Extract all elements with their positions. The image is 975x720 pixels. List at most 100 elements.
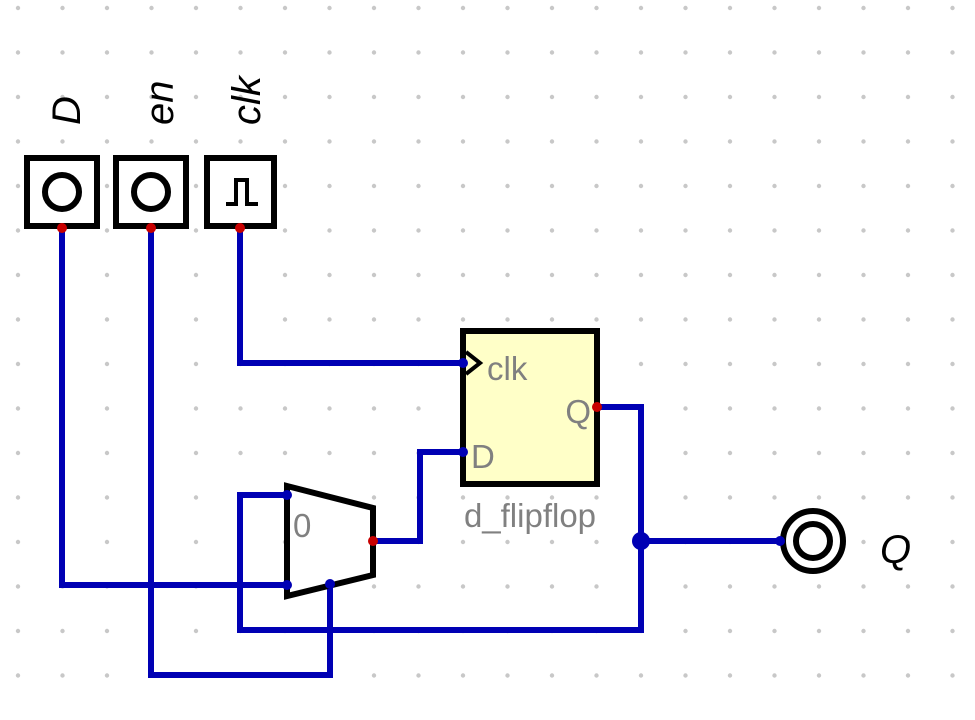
grid-dot bbox=[683, 5, 688, 11]
grid-dot bbox=[905, 628, 911, 634]
grid-dot bbox=[104, 139, 110, 144]
grid-dot bbox=[861, 317, 866, 322]
grid-dot bbox=[727, 628, 733, 634]
wire-flipflop-q-to-output[interactable] bbox=[597, 404, 780, 544]
grid-dot bbox=[950, 539, 955, 545]
grid-dot bbox=[15, 183, 21, 189]
input-d-label: D bbox=[45, 96, 89, 125]
grid-dot bbox=[193, 272, 199, 278]
grid-dot bbox=[861, 272, 866, 278]
grid-dot bbox=[816, 50, 822, 55]
grid-dot bbox=[371, 673, 377, 678]
grid-dot bbox=[772, 628, 777, 634]
grid-dot bbox=[416, 94, 421, 100]
grid-dot bbox=[15, 495, 21, 500]
grid-dot bbox=[327, 94, 332, 100]
grid-dot bbox=[371, 183, 377, 189]
grid-dot bbox=[594, 495, 599, 500]
grid-dot bbox=[282, 228, 288, 233]
mux-input0-label: 0 bbox=[293, 507, 311, 544]
grid-dot bbox=[327, 450, 332, 456]
pin-dots bbox=[57, 223, 785, 590]
grid-dot bbox=[460, 139, 466, 144]
grid-dot bbox=[282, 272, 288, 278]
grid-dot bbox=[772, 272, 777, 278]
grid-dot bbox=[149, 139, 154, 144]
grid-dot bbox=[238, 50, 243, 55]
grid-dot bbox=[950, 228, 955, 233]
grid-dot bbox=[816, 361, 822, 367]
grid-dot bbox=[772, 495, 777, 500]
grid-dot bbox=[638, 361, 644, 367]
grid-dot bbox=[193, 539, 199, 545]
grid-dot bbox=[193, 406, 199, 411]
grid-dot bbox=[371, 406, 377, 411]
input-d[interactable] bbox=[24, 155, 100, 229]
clock-pulse-icon bbox=[226, 178, 258, 206]
wire-d-to-mux-in1[interactable] bbox=[59, 228, 287, 588]
grid-dot bbox=[104, 50, 110, 55]
grid-dot bbox=[683, 94, 688, 100]
grid-dot bbox=[505, 539, 510, 545]
grid-dot bbox=[549, 5, 555, 11]
clock-edge-icon bbox=[464, 350, 484, 376]
grid-dot bbox=[816, 183, 822, 189]
multiplexer[interactable] bbox=[284, 482, 376, 600]
grid-dot bbox=[104, 183, 110, 189]
grid-dot bbox=[193, 139, 199, 144]
grid-dot bbox=[683, 450, 688, 456]
grid-dot bbox=[238, 406, 243, 411]
grid-dot bbox=[594, 317, 599, 322]
grid-dot bbox=[371, 5, 377, 11]
grid-dot bbox=[638, 228, 644, 233]
grid-dot bbox=[772, 317, 777, 322]
grid-dot bbox=[772, 673, 777, 678]
grid-dot bbox=[238, 5, 243, 11]
grid-dot bbox=[460, 94, 466, 100]
grid-dot bbox=[950, 317, 955, 322]
grid-dot bbox=[727, 94, 733, 100]
input-en[interactable] bbox=[113, 155, 189, 229]
grid-dot bbox=[193, 5, 199, 11]
grid-dot bbox=[549, 94, 555, 100]
grid-dot bbox=[594, 139, 599, 144]
grid-dot bbox=[193, 228, 199, 233]
wire-mux-out-to-flipflop-d[interactable] bbox=[373, 449, 463, 544]
grid-dot bbox=[371, 272, 377, 278]
d-flipflop[interactable] bbox=[460, 328, 600, 487]
grid-dot bbox=[104, 272, 110, 278]
clock-input[interactable] bbox=[204, 155, 277, 229]
wire-clk-to-flipflop[interactable] bbox=[237, 228, 463, 366]
grid-dot bbox=[683, 228, 688, 233]
grid-dot bbox=[15, 228, 21, 233]
grid-dot bbox=[727, 673, 733, 678]
pin-dot-flipflop-q bbox=[592, 402, 602, 412]
grid-dot bbox=[727, 495, 733, 500]
grid-dot bbox=[549, 495, 555, 500]
grid-dot bbox=[549, 183, 555, 189]
grid-dot bbox=[193, 94, 199, 100]
grid-dot bbox=[416, 5, 421, 11]
grid-dot bbox=[416, 584, 421, 589]
grid-dot bbox=[104, 539, 110, 545]
output-q[interactable] bbox=[780, 508, 846, 574]
grid-dot bbox=[505, 317, 510, 322]
grid-dot bbox=[772, 139, 777, 144]
grid-dot bbox=[549, 584, 555, 589]
grid-dot bbox=[816, 139, 822, 144]
pin-dot-mux-in0 bbox=[282, 490, 292, 500]
grid-dot bbox=[238, 94, 243, 100]
grid-dot bbox=[15, 450, 21, 456]
grid-dot bbox=[905, 272, 911, 278]
grid-dot bbox=[772, 183, 777, 189]
grid-dot bbox=[861, 139, 866, 144]
grid-dot bbox=[594, 272, 599, 278]
grid-dot bbox=[683, 406, 688, 411]
grid-dot bbox=[193, 450, 199, 456]
wires bbox=[59, 228, 780, 678]
flipflop-name-label: d_flipflop bbox=[464, 497, 596, 534]
wire-feedback-q-to-mux-in0[interactable] bbox=[237, 492, 644, 633]
grid-dot bbox=[772, 406, 777, 411]
grid-dot bbox=[950, 5, 955, 11]
grid-dot bbox=[460, 584, 466, 589]
